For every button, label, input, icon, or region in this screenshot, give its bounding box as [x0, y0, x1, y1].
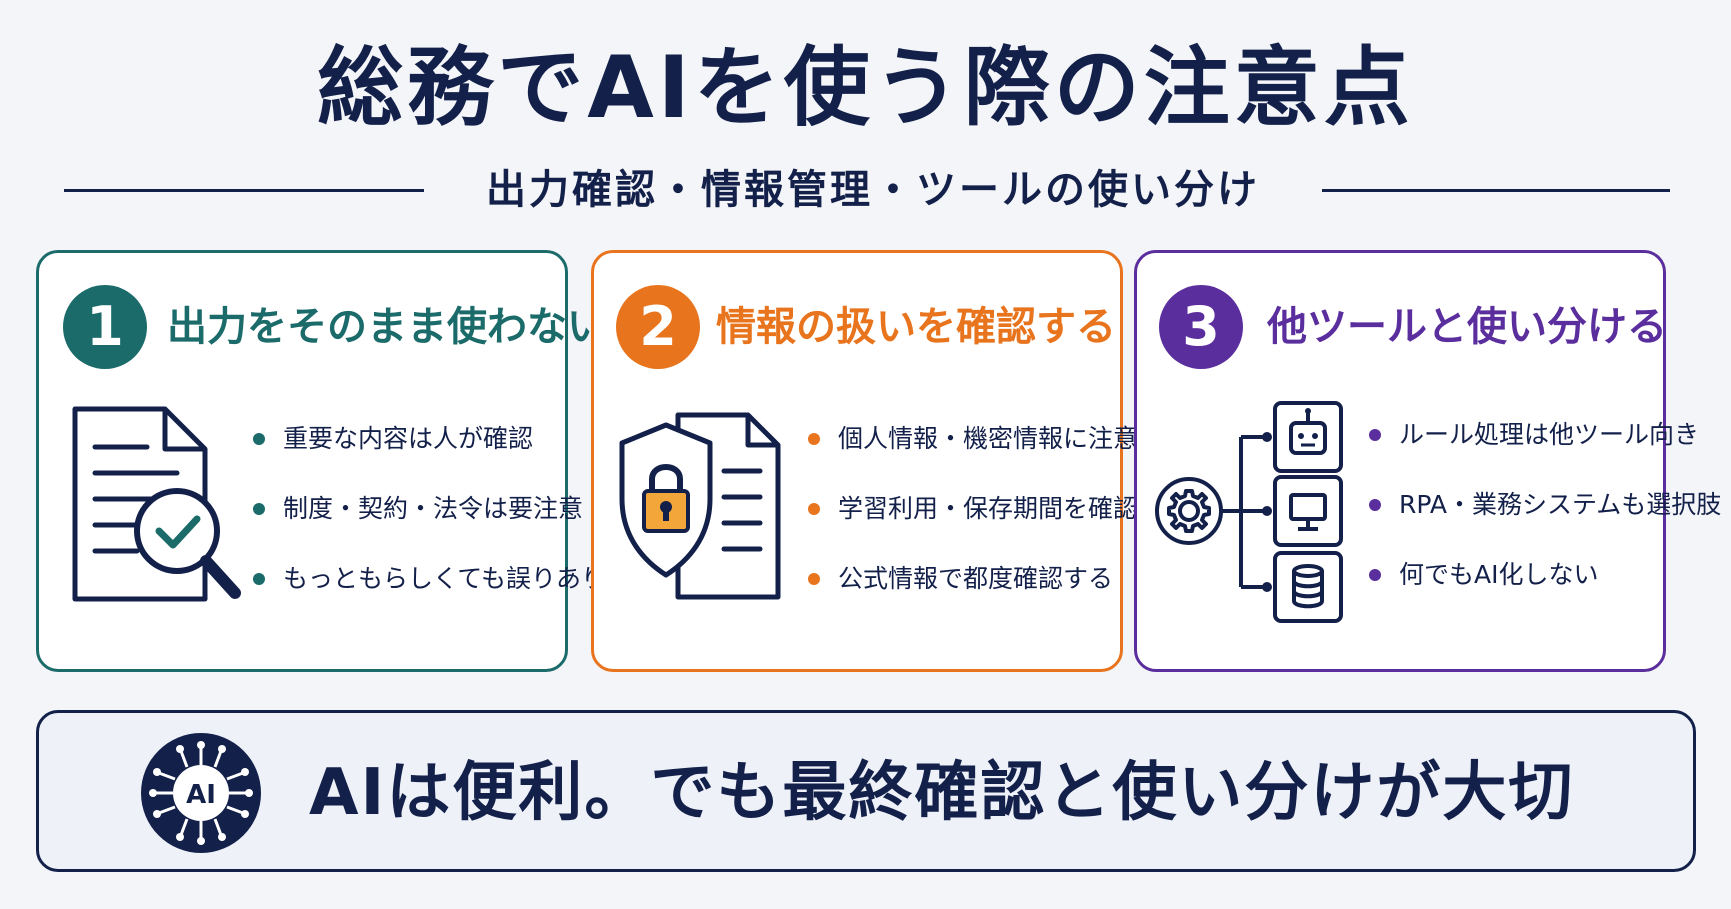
shield-lock-document-icon [619, 412, 781, 600]
list-item: ルール処理は他ツール向き [1369, 417, 1721, 453]
bullet-text: 何でもAI化しない [1399, 560, 1599, 589]
bullet-text: 公式情報で都度確認する [838, 564, 1114, 593]
bullet-list: 重要な内容は人が確認 制度・契約・法令は要注意 もっともらしくても誤りあり [253, 421, 606, 631]
gear-tools-tree-icon [1155, 401, 1343, 623]
bullet-dot [253, 503, 265, 515]
list-item: もっともらしくても誤りあり [253, 561, 606, 597]
card-heading: 出力をそのまま使わない [167, 304, 607, 350]
bullet-dot [253, 433, 265, 445]
bullet-dot [808, 503, 820, 515]
card-information-handling: 2 情報の扱いを確認する 個人情報・機密情報に注意 学習利用・保存期間を確認 公… [591, 250, 1138, 672]
bullet-list: ルール処理は他ツール向き RPA・業務システムも選択肢 何でもAI化しない [1369, 417, 1721, 627]
bullet-dot [1369, 499, 1381, 511]
page-title: 総務でAIを使う際の注意点 [317, 38, 1414, 138]
bullet-dot [808, 573, 820, 585]
ai-badge-label: AI [186, 780, 216, 810]
document-magnifier-check-icon [72, 406, 241, 602]
list-item: 個人情報・機密情報に注意 [808, 421, 1138, 457]
subtitle: 出力確認・情報管理・ツールの使い分け [486, 167, 1260, 213]
card-number: 1 [63, 285, 147, 369]
subtitle-row: 出力確認・情報管理・ツールの使い分け [0, 160, 1731, 220]
card-heading: 他ツールと使い分ける [1267, 304, 1667, 350]
card-number: 3 [1159, 285, 1243, 369]
summary-message: AIは便利。でも最終確認と使い分けが大切 [309, 756, 1575, 830]
bullet-text: 制度・契約・法令は要注意 [283, 494, 584, 523]
bullet-dot [808, 433, 820, 445]
card-tool-selection: 3 他ツールと使い分ける ルール処理は他ツール向き RPA・業務 [1134, 250, 1721, 672]
bullet-text: もっともらしくても誤りあり [283, 564, 607, 593]
bullet-dot [253, 573, 265, 585]
list-item: 制度・契約・法令は要注意 [253, 491, 606, 527]
divider-left [64, 189, 424, 192]
list-item: 学習利用・保存期間を確認 [808, 491, 1138, 527]
bullet-text: 個人情報・機密情報に注意 [838, 424, 1139, 453]
bullet-list: 個人情報・機密情報に注意 学習利用・保存期間を確認 公式情報で都度確認する [808, 421, 1138, 631]
card-number: 2 [616, 285, 700, 369]
divider-right [1322, 189, 1670, 192]
bullet-text: RPA・業務システムも選択肢 [1399, 490, 1722, 519]
bullet-dot [1369, 569, 1381, 581]
bullet-text: 重要な内容は人が確認 [283, 424, 534, 453]
list-item: 重要な内容は人が確認 [253, 421, 606, 457]
bullet-text: 学習利用・保存期間を確認 [838, 494, 1139, 523]
ai-chip-icon: AI [141, 733, 261, 853]
list-item: 何でもAI化しない [1369, 557, 1721, 593]
list-item: 公式情報で都度確認する [808, 561, 1138, 597]
card-output-check: 1 出力をそのまま使わない 重要な内容は人が確認 制度・契約・法令は要注意 もっ… [36, 250, 607, 672]
summary-banner: AI AIは便利。でも最終確認と使い分けが大切 [36, 710, 1696, 872]
card-heading: 情報の扱いを確認する [716, 304, 1116, 350]
list-item: RPA・業務システムも選択肢 [1369, 487, 1721, 523]
bullet-dot [1369, 429, 1381, 441]
bullet-text: ルール処理は他ツール向き [1399, 420, 1700, 449]
